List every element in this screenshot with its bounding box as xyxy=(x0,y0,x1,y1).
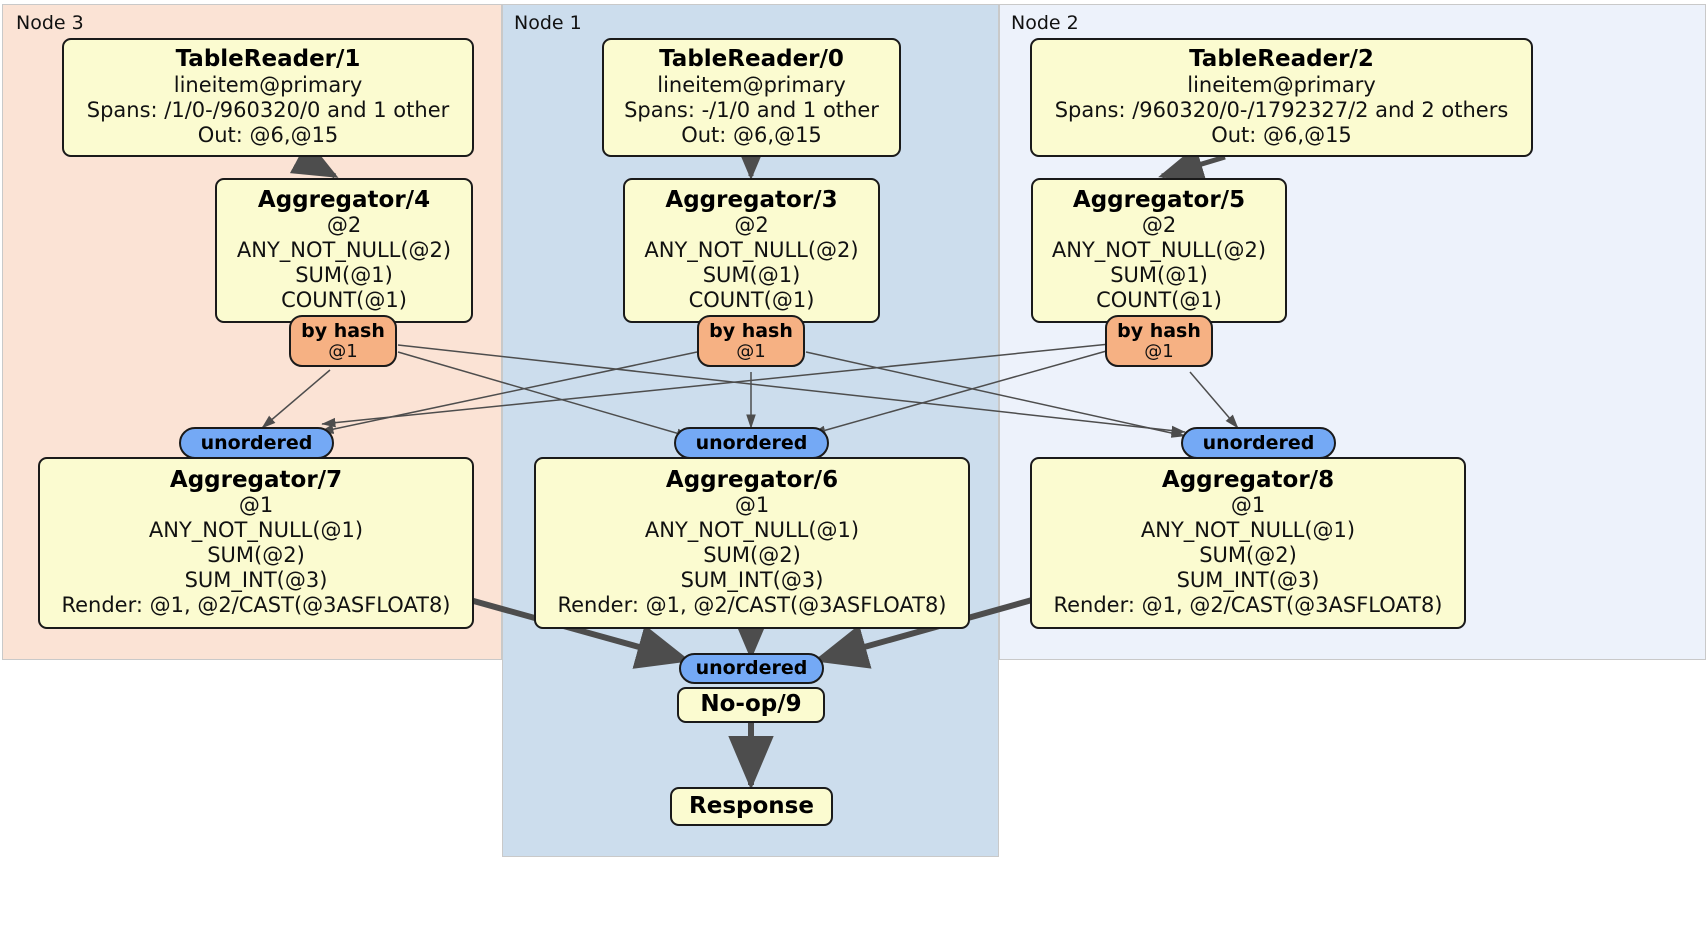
processor-line: ANY_NOT_NULL(@1) xyxy=(1140,518,1356,543)
processor-line: Spans: /960320/0-/1792327/2 and 2 others xyxy=(1054,97,1509,122)
processor-line: SUM_INT(@3) xyxy=(184,568,328,593)
processor-line: ANY_NOT_NULL(@2) xyxy=(644,238,859,263)
processor-line: lineitem@primary xyxy=(173,72,363,97)
processor-title: Aggregator/4 xyxy=(257,186,431,213)
processor-title: Aggregator/3 xyxy=(665,186,838,213)
hash-router-center[interactable]: by hash @1 xyxy=(697,315,805,367)
processor-aggregator-6[interactable]: Aggregator/6 @1 ANY_NOT_NULL(@1) SUM(@2)… xyxy=(534,457,970,629)
processor-line: @2 xyxy=(1141,213,1177,238)
node-label-node1: Node 1 xyxy=(514,12,582,34)
processor-line: SUM(@1) xyxy=(295,263,393,288)
processor-title: TableReader/2 xyxy=(1189,46,1374,73)
processor-title: TableReader/0 xyxy=(659,46,844,73)
processor-line: ANY_NOT_NULL(@2) xyxy=(236,238,452,263)
processor-title: Aggregator/7 xyxy=(169,466,343,493)
processor-line: COUNT(@1) xyxy=(1096,288,1222,313)
synchronizer-label: unordered xyxy=(695,657,808,680)
processor-aggregator-5[interactable]: Aggregator/5 @2 ANY_NOT_NULL(@2) SUM(@1)… xyxy=(1031,178,1287,323)
processor-aggregator-3[interactable]: Aggregator/3 @2 ANY_NOT_NULL(@2) SUM(@1)… xyxy=(623,178,880,323)
synchronizer-label: unordered xyxy=(695,431,808,454)
processor-line: ANY_NOT_NULL(@1) xyxy=(148,518,364,543)
processor-line: ANY_NOT_NULL(@1) xyxy=(644,518,860,543)
processor-line: Out: @6,@15 xyxy=(1211,122,1352,147)
node-label-node2: Node 2 xyxy=(1011,12,1079,34)
hash-router-sublabel: @1 xyxy=(736,340,766,362)
processor-line: Out: @6,@15 xyxy=(681,122,822,147)
processor-response[interactable]: Response xyxy=(670,787,833,826)
processor-line: SUM_INT(@3) xyxy=(1176,568,1320,593)
hash-router-label: by hash xyxy=(709,319,793,342)
processor-line: @1 xyxy=(1230,493,1266,518)
processor-line: COUNT(@1) xyxy=(281,288,407,313)
processor-title: No-op/9 xyxy=(700,691,802,718)
synchronizer-final[interactable]: unordered xyxy=(679,653,824,684)
processor-aggregator-8[interactable]: Aggregator/8 @1 ANY_NOT_NULL(@1) SUM(@2)… xyxy=(1030,457,1466,629)
hash-router-label: by hash xyxy=(301,319,385,342)
processor-aggregator-7[interactable]: Aggregator/7 @1 ANY_NOT_NULL(@1) SUM(@2)… xyxy=(38,457,474,629)
processor-line: SUM(@1) xyxy=(702,263,801,288)
synchronizer-left[interactable]: unordered xyxy=(179,427,334,459)
processor-title: Aggregator/6 xyxy=(665,466,839,493)
hash-router-sublabel: @1 xyxy=(1144,340,1174,362)
processor-table-reader-1[interactable]: TableReader/1 lineitem@primary Spans: /1… xyxy=(62,38,474,157)
processor-line: @1 xyxy=(734,493,770,518)
processor-line: SUM(@2) xyxy=(1199,543,1297,568)
processor-table-reader-2[interactable]: TableReader/2 lineitem@primary Spans: /9… xyxy=(1030,38,1533,157)
processor-line: lineitem@primary xyxy=(657,72,846,97)
synchronizer-label: unordered xyxy=(1202,431,1315,454)
processor-title: Aggregator/5 xyxy=(1072,186,1246,213)
processor-noop-9[interactable]: No-op/9 xyxy=(677,687,825,723)
processor-line: SUM(@2) xyxy=(703,543,801,568)
processor-line: @2 xyxy=(326,213,362,238)
processor-line: Spans: /1/0-/960320/0 and 1 other xyxy=(86,97,450,122)
synchronizer-center[interactable]: unordered xyxy=(674,427,829,459)
processor-line: Out: @6,@15 xyxy=(197,122,339,147)
node-label-node3: Node 3 xyxy=(16,12,84,34)
processor-line: Spans: -/1/0 and 1 other xyxy=(624,97,879,122)
processor-line: @2 xyxy=(734,213,769,238)
processor-line: @1 xyxy=(238,493,274,518)
processor-aggregator-4[interactable]: Aggregator/4 @2 ANY_NOT_NULL(@2) SUM(@1)… xyxy=(215,178,473,323)
processor-line: ANY_NOT_NULL(@2) xyxy=(1051,238,1267,263)
processor-table-reader-0[interactable]: TableReader/0 lineitem@primary Spans: -/… xyxy=(602,38,901,157)
processor-line: lineitem@primary xyxy=(1187,72,1376,97)
processor-title: Aggregator/8 xyxy=(1161,466,1335,493)
processor-line: SUM_INT(@3) xyxy=(680,568,824,593)
synchronizer-label: unordered xyxy=(200,431,313,454)
processor-line: SUM(@2) xyxy=(207,543,305,568)
processor-line: Render: @1, @2/CAST(@3ASFLOAT8) xyxy=(557,593,947,618)
processor-line: Render: @1, @2/CAST(@3ASFLOAT8) xyxy=(1053,593,1443,618)
hash-router-label: by hash xyxy=(1117,319,1201,342)
hash-router-left[interactable]: by hash @1 xyxy=(289,315,397,367)
hash-router-sublabel: @1 xyxy=(328,340,358,362)
processor-title: TableReader/1 xyxy=(175,46,361,73)
hash-router-right[interactable]: by hash @1 xyxy=(1105,315,1213,367)
synchronizer-right[interactable]: unordered xyxy=(1181,427,1336,459)
processor-line: COUNT(@1) xyxy=(688,288,815,313)
processor-line: Render: @1, @2/CAST(@3ASFLOAT8) xyxy=(61,593,451,618)
processor-title: Response xyxy=(689,792,814,819)
processor-line: SUM(@1) xyxy=(1110,263,1208,288)
